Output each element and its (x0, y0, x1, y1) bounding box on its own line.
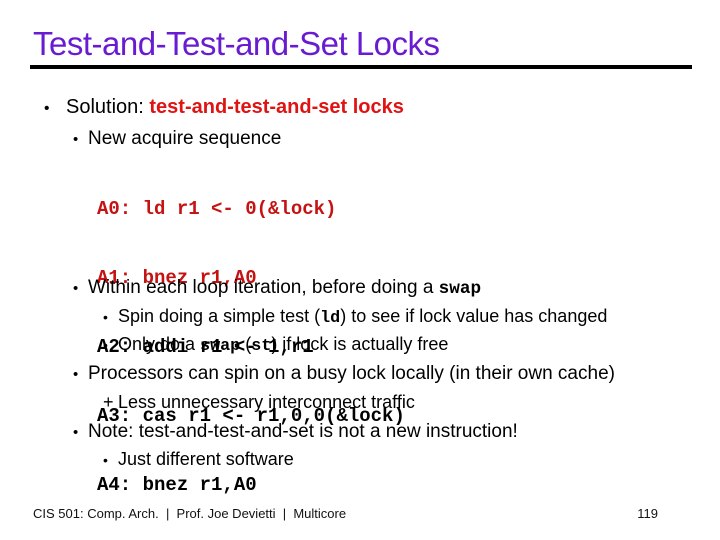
only-pre: Only do a (118, 334, 201, 354)
bullet-dot-icon: • (103, 337, 108, 353)
note-text: Note: test-and-test-and-set is not a new… (88, 421, 518, 442)
bullet-dot-icon: • (73, 281, 79, 297)
solution-text: Solution: test-and-test-and-set locks (66, 96, 404, 119)
just-text: Just different software (118, 449, 294, 469)
code-line-a2: A2: addi r1 <- 1,r1 (97, 336, 314, 358)
only-mid: ( (240, 334, 252, 354)
spin-post: ) to see if lock value has changed (340, 306, 608, 326)
code-line-a3: A3: cas r1 <- r1,0,0(&lock) (97, 405, 405, 427)
within-text: Within each loop iteration, before doing… (88, 277, 481, 299)
bullet-spin: • Spin doing a simple test (ld) to see i… (0, 306, 607, 328)
bullet-note: • Note: test-and-test-and-set is not a n… (0, 421, 518, 443)
footer-page-number: 119 (637, 506, 658, 521)
acquire-text: New acquire sequence (88, 128, 282, 149)
title-rule (30, 65, 692, 69)
bullet-within: • Within each loop iteration, before doi… (0, 277, 481, 299)
bullet-solution: • Solution: test-and-test-and-set locks (0, 96, 404, 119)
bullet-dot-icon: • (73, 425, 79, 441)
bullet-processors: • Processors can spin on a busy lock loc… (0, 363, 615, 385)
bullet-dot-icon: • (73, 367, 79, 383)
bullet-dot-icon: • (73, 132, 79, 148)
solution-label: Solution: (66, 96, 150, 118)
bullet-acquire: • New acquire sequence (0, 128, 281, 150)
only-code-word-1: swap (200, 337, 241, 356)
bullet-only: • Only do a swap (st) if lock is actuall… (0, 334, 448, 356)
code-block: A0: ld r1 <- 0(&lock) A1: bnez r1,A0 A2:… (97, 152, 405, 540)
bullet-dot-icon: • (44, 100, 50, 117)
solution-highlight: test-and-test-and-set locks (149, 96, 404, 118)
less-text: Less unnecessary interconnect traffic (118, 392, 415, 412)
code-line-a1: A1: bnez r1,A0 (97, 267, 257, 289)
within-code-word: swap (438, 279, 482, 299)
only-text: Only do a swap (st) if lock is actually … (118, 334, 448, 356)
bullet-just: • Just different software (0, 449, 294, 470)
within-pre: Within each loop iteration, before doing… (88, 277, 439, 298)
code-line-a4: A4: bnez r1,A0 (97, 474, 257, 496)
spin-text: Spin doing a simple test (ld) to see if … (118, 306, 607, 328)
footer-course-info: CIS 501: Comp. Arch. | Prof. Joe Deviett… (33, 506, 347, 521)
plus-bullet-icon: + (103, 392, 114, 412)
code-line-a0: A0: ld r1 <- 0(&lock) (97, 198, 337, 220)
spin-code-word: ld (320, 309, 341, 328)
processors-text: Processors can spin on a busy lock local… (88, 363, 615, 384)
bullet-dot-icon: • (103, 309, 108, 325)
only-post: ) if lock is actually free (271, 334, 449, 354)
spin-pre: Spin doing a simple test ( (118, 306, 321, 326)
slide-title: Test-and-Test-and-Set Locks (33, 25, 440, 62)
bullet-less: + Less unnecessary interconnect traffic (0, 392, 415, 413)
only-code-word-2: st (251, 337, 272, 356)
bullet-dot-icon: • (103, 452, 108, 468)
